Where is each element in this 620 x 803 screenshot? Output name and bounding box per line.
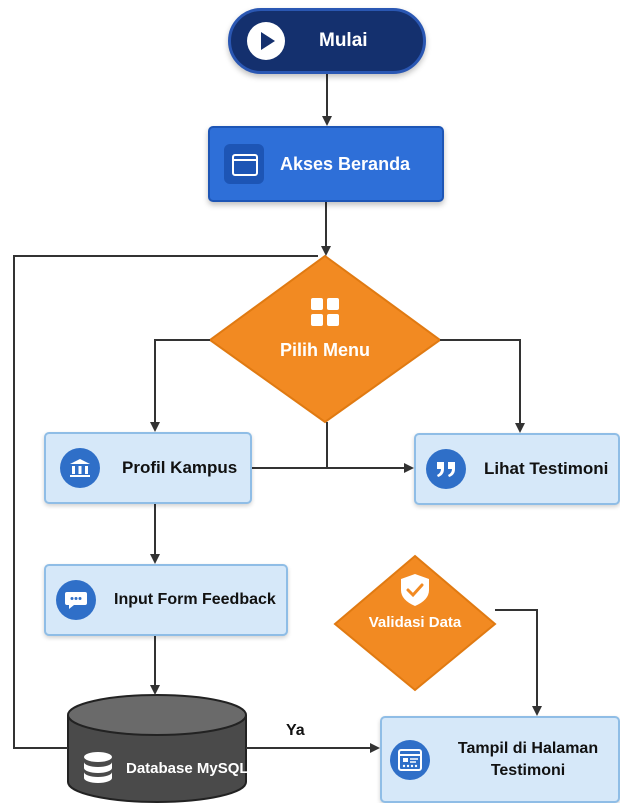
edge-pilih-testimoni	[440, 339, 525, 433]
start-node[interactable]: Mulai	[228, 8, 426, 74]
edge-label-ya: Ya	[286, 722, 305, 739]
akses-beranda-label: Akses Beranda	[280, 153, 411, 174]
rating-card-icon	[390, 739, 430, 780]
pilih-menu-diamond[interactable]	[208, 254, 442, 424]
database-label: Database MySQL	[126, 760, 249, 777]
edge-pilih-profil	[150, 339, 210, 432]
tampil-label: Tampil di Halaman Testimoni	[444, 738, 618, 781]
tampil-halaman-testimoni-node[interactable]: Tampil di Halaman Testimoni	[380, 716, 620, 803]
chat-bubble-icon	[56, 580, 96, 620]
validasi-data-diamond[interactable]	[333, 554, 497, 692]
database-cylinder[interactable]	[67, 694, 247, 803]
lihat-testimoni-node[interactable]: Lihat Testimoni	[414, 433, 620, 505]
edge-database-loop	[13, 255, 318, 749]
shield-check-icon	[401, 574, 429, 606]
bank-icon	[60, 448, 100, 488]
database-icon	[84, 752, 112, 783]
quote-icon	[426, 449, 466, 489]
input-form-feedback-label: Input Form Feedback	[114, 591, 276, 608]
profil-kampus-node[interactable]: Profil Kampus	[44, 432, 252, 504]
validasi-data-label: Validasi Data	[368, 614, 462, 631]
tampil-label-line2: Testimoni	[490, 761, 566, 779]
grid-icon	[311, 298, 339, 326]
browser-window-icon	[224, 144, 264, 184]
tampil-label-line1: Tampil di Halaman	[457, 739, 599, 757]
edge-validasi-tampil	[495, 609, 542, 716]
input-form-feedback-node[interactable]: Input Form Feedback	[44, 564, 288, 636]
akses-beranda-node[interactable]: Akses Beranda	[208, 126, 444, 202]
profil-kampus-label: Profil Kampus	[122, 458, 238, 477]
pilih-menu-label: Pilih Menu	[280, 340, 370, 360]
lihat-testimoni-label: Lihat Testimoni	[484, 459, 609, 478]
start-label: Mulai	[319, 30, 368, 51]
play-icon	[247, 22, 285, 60]
